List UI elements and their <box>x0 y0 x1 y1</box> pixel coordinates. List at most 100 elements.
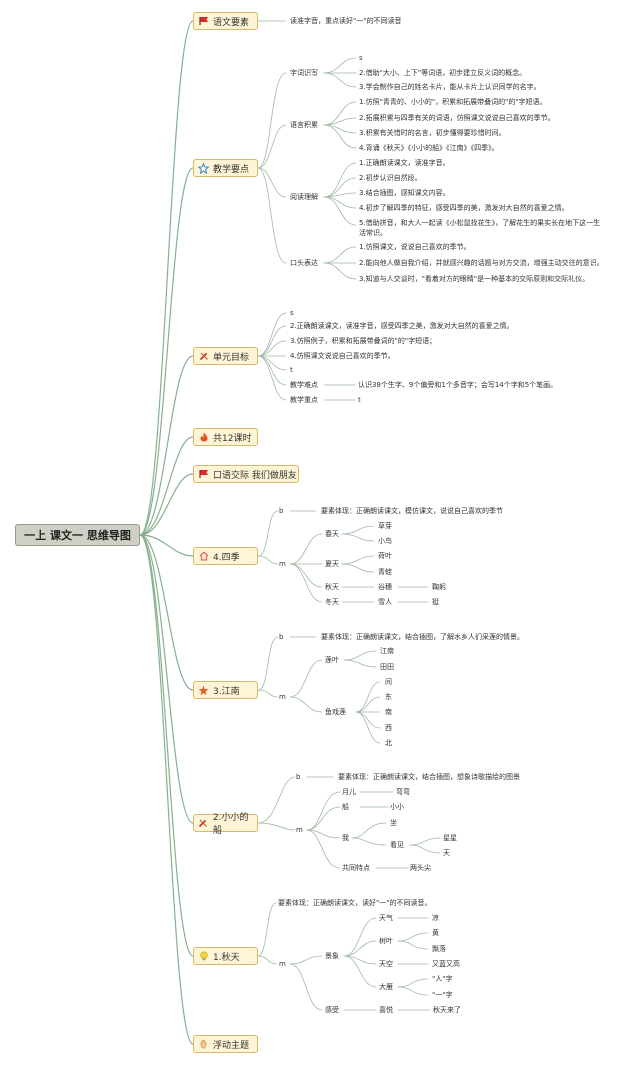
root-topic[interactable]: 一上 课文一 思维导图 <box>15 524 140 546</box>
season-subitem: 挺 <box>432 598 439 606</box>
lotus-item: 田田 <box>380 663 394 671</box>
element-text: 要素体现：正确朗读课文，结合插图，想象诗歌描绘的图景 <box>338 773 520 781</box>
sky-item: 又蓝又高 <box>432 960 460 968</box>
topic-label: 单元目标 <box>213 352 250 363</box>
topic-label: 4.四季 <box>213 552 240 563</box>
node-fish-play: 鱼戏莲 <box>325 708 346 716</box>
goal-item: 4.仿照课文说说自己喜欢的季节。 <box>290 352 395 360</box>
node-boat: 船 <box>342 803 349 811</box>
reading-item: 活常识。 <box>359 229 387 237</box>
goal-item: s <box>290 309 294 317</box>
teaching-difficulty-label: 教学难点 <box>290 381 318 389</box>
reading-item: 2.初步认识自然段。 <box>359 174 422 182</box>
node-sky: 天空 <box>379 960 393 968</box>
node-geese: 大雁 <box>379 983 393 991</box>
fire-icon <box>198 432 209 443</box>
goal-item: 3.仿照例子，积累和拓展带叠词的"的"字短语； <box>290 337 437 345</box>
oral-item: 2.能向他人做自我介绍，并就感兴趣的话题与对方交流，增强主动交往的意识。 <box>359 259 604 267</box>
node-b: b <box>296 773 301 781</box>
node-lotus-leaf: 莲叶 <box>325 656 339 664</box>
topic-label: 语文要素 <box>213 17 250 28</box>
see-item: 星星 <box>443 834 457 842</box>
node-feeling: 感受 <box>325 1006 339 1014</box>
oral-item: 3.知道与人交谈时，"看着对方的眼睛"是一种基本的交际原则和交际礼仪。 <box>359 275 590 283</box>
season-item: 雪人 <box>378 598 392 606</box>
node-m: m <box>279 693 286 701</box>
geese-item: "人"字 <box>432 975 453 983</box>
topic-label: 1.秋天 <box>213 952 240 963</box>
node-m: m <box>279 560 286 568</box>
lightbulb-icon <box>198 950 209 962</box>
branch-oral-expression: 口头表达 <box>290 259 318 267</box>
branch-language-accumulation: 语言积累 <box>290 121 318 129</box>
word-writing-item: 2.借助"大小、上下"等词语，初步建立反义词的概念。 <box>359 69 527 77</box>
element-text: 要素体现：正确朗读课文，结合插图，了解水乡人们采莲的情景。 <box>321 633 524 641</box>
topic-lesson-count[interactable]: 共12课时 <box>193 428 258 446</box>
weather-item: 凉 <box>432 914 439 922</box>
goal-item: 2.正确朗读课文，读准字音，感受四季之美，激发对大自然的喜爱之情。 <box>290 322 514 330</box>
topic-unit-goals[interactable]: 单元目标 <box>193 347 258 365</box>
red-flag-icon <box>198 16 209 27</box>
topic-autumn[interactable]: 1.秋天 <box>193 947 258 965</box>
reading-item: 5.借助拼音，和大人一起读《小松鼠找花生》，了解花生的果实长在地下这一生 <box>359 219 601 227</box>
node-b: b <box>279 633 284 641</box>
red-flag-icon <box>198 469 209 480</box>
topic-label: 教学要点 <box>213 164 250 175</box>
star-icon <box>198 685 209 696</box>
branch-reading-comprehension: 阅读理解 <box>290 193 318 201</box>
common-feature-item: 两头尖 <box>410 864 431 872</box>
topic-little-boat[interactable]: 2.小小的船 <box>193 813 258 836</box>
topic-floating[interactable]: 浮动主题 <box>193 1035 258 1053</box>
feeling-subitem: 秋天来了 <box>433 1006 461 1014</box>
oral-item: 1.仿照课文，说说自己喜欢的季节。 <box>359 243 471 251</box>
reading-item: 3.结合插图，感知课文内容。 <box>359 189 450 197</box>
word-writing-item: 3.学会制作自己的姓名卡片，能从卡片上认识同学的名字。 <box>359 83 541 91</box>
branch-word-writing: 字词识写 <box>290 69 318 77</box>
node-m: m <box>279 960 286 968</box>
see-item: 天 <box>443 849 450 857</box>
moon-item: 弯弯 <box>396 788 410 796</box>
direction-item: 间 <box>385 678 392 686</box>
accumulation-item: 2.拓展积累与四季有关的词语，仿照课文说说自己喜欢的季节。 <box>359 114 555 122</box>
node-scene: 景象 <box>325 952 339 960</box>
topic-teaching-points[interactable]: 教学要点 <box>193 159 258 177</box>
node-weather: 天气 <box>379 914 393 922</box>
topic-label: 3.江南 <box>213 686 240 697</box>
direction-item: 东 <box>385 693 392 701</box>
node-me: 我 <box>342 834 349 842</box>
direction-item: 西 <box>385 724 392 732</box>
topic-jiangnan[interactable]: 3.江南 <box>193 681 258 699</box>
season-spring: 春天 <box>325 530 339 538</box>
direction-item: 南 <box>385 708 392 716</box>
season-item: 小鸟 <box>378 537 392 545</box>
star-outline-icon <box>197 161 210 174</box>
topic-oral-communication[interactable]: 口语交际 我们做朋友 <box>193 465 299 483</box>
season-item: 草芽 <box>378 522 392 530</box>
season-subitem: 鞠躬 <box>432 583 446 591</box>
node-leaves: 树叶 <box>379 937 393 945</box>
root-label: 一上 课文一 思维导图 <box>24 529 131 542</box>
season-autumn: 秋天 <box>325 583 339 591</box>
feeling-item: 喜悦 <box>379 1006 393 1014</box>
teaching-focus-label: 教学重点 <box>290 396 318 404</box>
season-winter: 冬天 <box>325 598 339 606</box>
node-common-feature: 共同特点 <box>342 864 370 872</box>
topic-language-elements[interactable]: 语文要素 <box>193 12 258 30</box>
node-b: b <box>279 507 284 515</box>
language-elements-text: 读准字音，重点读好"一"的不同读音 <box>290 17 402 25</box>
word-writing-item: s <box>359 54 363 62</box>
house-icon <box>198 550 209 562</box>
topic-four-seasons[interactable]: 4.四季 <box>193 547 258 565</box>
season-item: 荷叶 <box>378 552 392 560</box>
me-see: 看见 <box>390 841 404 849</box>
element-text: 要素体现：正确朗读课文，读好"一"的不同读音。 <box>278 899 432 907</box>
node-m: m <box>296 826 303 834</box>
node-moon: 月儿 <box>342 788 356 796</box>
leaves-item: 飘落 <box>432 945 446 953</box>
reading-item: 4.初步了解四季的特征，感受四季的美，激发对大自然的喜爱之情。 <box>359 204 569 212</box>
topic-label: 2.小小的船 <box>212 813 249 836</box>
topic-label: 共12课时 <box>213 433 252 444</box>
tools-icon <box>198 818 209 829</box>
